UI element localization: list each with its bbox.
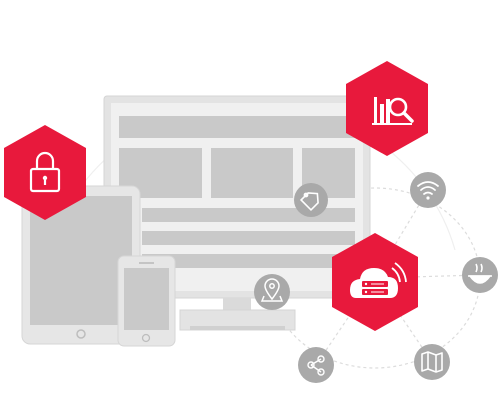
share-node: [298, 347, 334, 383]
location-pin-icon: [260, 278, 284, 302]
monitor-neck: [223, 298, 251, 310]
icon-circle: [294, 183, 328, 217]
web-panel-2: [211, 148, 293, 198]
lock-icon: [29, 151, 61, 193]
monitor-stand-base: [190, 326, 285, 330]
map-node: [414, 344, 450, 380]
analytics-hexagon: [346, 61, 428, 156]
phone-speaker: [139, 262, 154, 264]
tablet-home-button: [76, 329, 86, 339]
icon-circle: [298, 347, 334, 383]
icon-circle: [410, 172, 446, 208]
phone-screen: [124, 268, 169, 330]
wifi-node: [410, 172, 446, 208]
price-tag-icon: [299, 192, 319, 212]
web-header-bar: [119, 116, 355, 138]
cloud-server-icon: [350, 262, 407, 298]
smartphone-device: [117, 255, 176, 347]
wifi-icon: [417, 181, 439, 200]
bowl-icon: [468, 263, 492, 284]
icon-circle: [414, 344, 450, 380]
share-icon: [307, 355, 325, 376]
phone-home-button: [141, 333, 151, 343]
location-node: [254, 274, 290, 310]
map-icon: [421, 351, 443, 373]
bowl-node: [462, 257, 498, 293]
web-row-2: [142, 231, 355, 245]
web-row-3: [142, 254, 355, 268]
icon-circle: [462, 257, 498, 293]
analytics-search-icon: [372, 97, 414, 125]
cloud-server-hexagon: [332, 233, 418, 331]
price-tag-node: [294, 183, 328, 217]
hexagon-shape: [4, 125, 86, 220]
lock-hexagon: [4, 125, 86, 220]
desktop-monitor: [103, 95, 371, 331]
